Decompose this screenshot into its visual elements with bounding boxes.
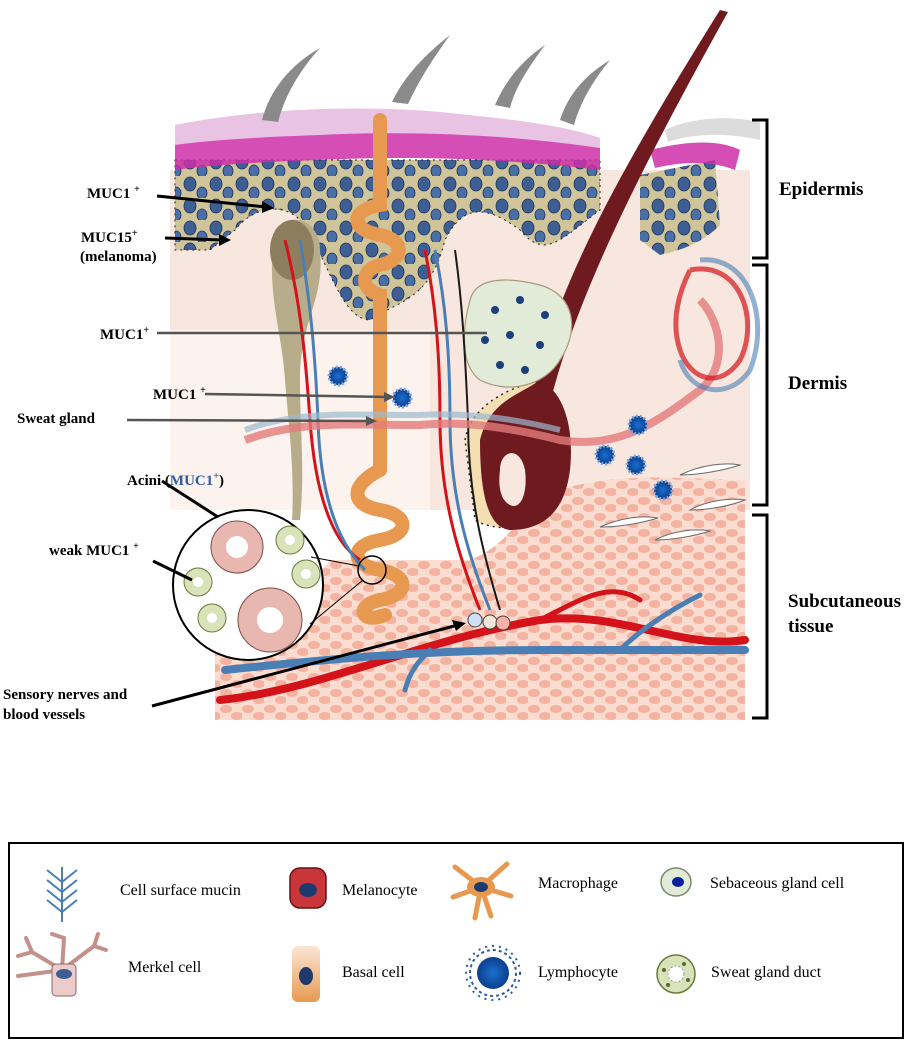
pointer-arrows-grey [126, 331, 487, 423]
nerve-endings [467, 612, 511, 631]
stratum-corneum-right [650, 142, 740, 170]
basal-cell-icon [292, 946, 320, 1002]
layer-dermis: Dermis [788, 373, 848, 394]
label-muc1-lymphocyte: MUC1 + [153, 385, 206, 403]
dermal-lymphocytes [327, 365, 674, 501]
sebaceous-gland-cell-icon [660, 867, 692, 897]
label-sweat-gland: Sweat gland [17, 411, 95, 427]
layer-subcutaneous-1: Subcutaneous [788, 591, 901, 612]
spindle-cells [599, 463, 747, 541]
macrophage-icon [450, 861, 514, 921]
dermal-vessel-blue [243, 411, 561, 433]
legend-macrophage: Macrophage [538, 875, 618, 892]
sweat-gland-duct-icon [656, 954, 696, 994]
arrow-heads [219, 201, 466, 631]
label-muc1-epidermis: MUC1 + [87, 184, 140, 202]
layer-brackets [752, 118, 769, 720]
legend: Cell surface mucin Melanocyte Macrophage… [8, 842, 904, 1039]
epidermis-cells-right [640, 160, 720, 255]
label-muc1-sebaceous: MUC1+ [100, 325, 150, 343]
label-muc15: MUC15+ [81, 228, 138, 246]
label-sensory-nerves-1: Sensory nerves and [3, 687, 128, 703]
legend-lymphocyte: Lymphocyte [538, 964, 618, 981]
legend-merkel-cell: Merkel cell [128, 959, 202, 976]
legend-sebaceous-gland-cell: Sebaceous gland cell [710, 875, 845, 892]
label-weak-muc1: weak MUC1 + [49, 541, 139, 559]
sweat-duct [350, 113, 410, 625]
legend-sweat-gland-duct: Sweat gland duct [711, 964, 822, 981]
sebaceous-gland [463, 279, 573, 388]
pointer-arrows [151, 194, 459, 708]
legend-melanocyte: Melanocyte [342, 882, 418, 899]
label-acini: Acini (MUC1+) [127, 471, 224, 489]
dermal-vessel [243, 297, 723, 446]
legend-basal-cell: Basal cell [342, 964, 405, 981]
acini-zoom [172, 509, 387, 661]
merkel-cell-icon [16, 932, 108, 997]
melanocyte-icon [289, 867, 327, 909]
main-vessels [216, 589, 749, 704]
label-sensory-nerves-2: blood vessels [3, 707, 86, 723]
surface-hairs [262, 35, 760, 142]
stratum-corneum-highlight [175, 108, 600, 148]
dermal-loop [673, 257, 761, 393]
legend-cell-surface-mucin: Cell surface mucin [120, 882, 241, 899]
cell-surface-mucin-icon [46, 867, 78, 922]
lymphocyte-icon [465, 945, 521, 1001]
layer-epidermis: Epidermis [779, 179, 864, 200]
label-melanoma: (melanoma) [80, 249, 157, 265]
layer-subcutaneous-2: tissue [788, 616, 834, 637]
